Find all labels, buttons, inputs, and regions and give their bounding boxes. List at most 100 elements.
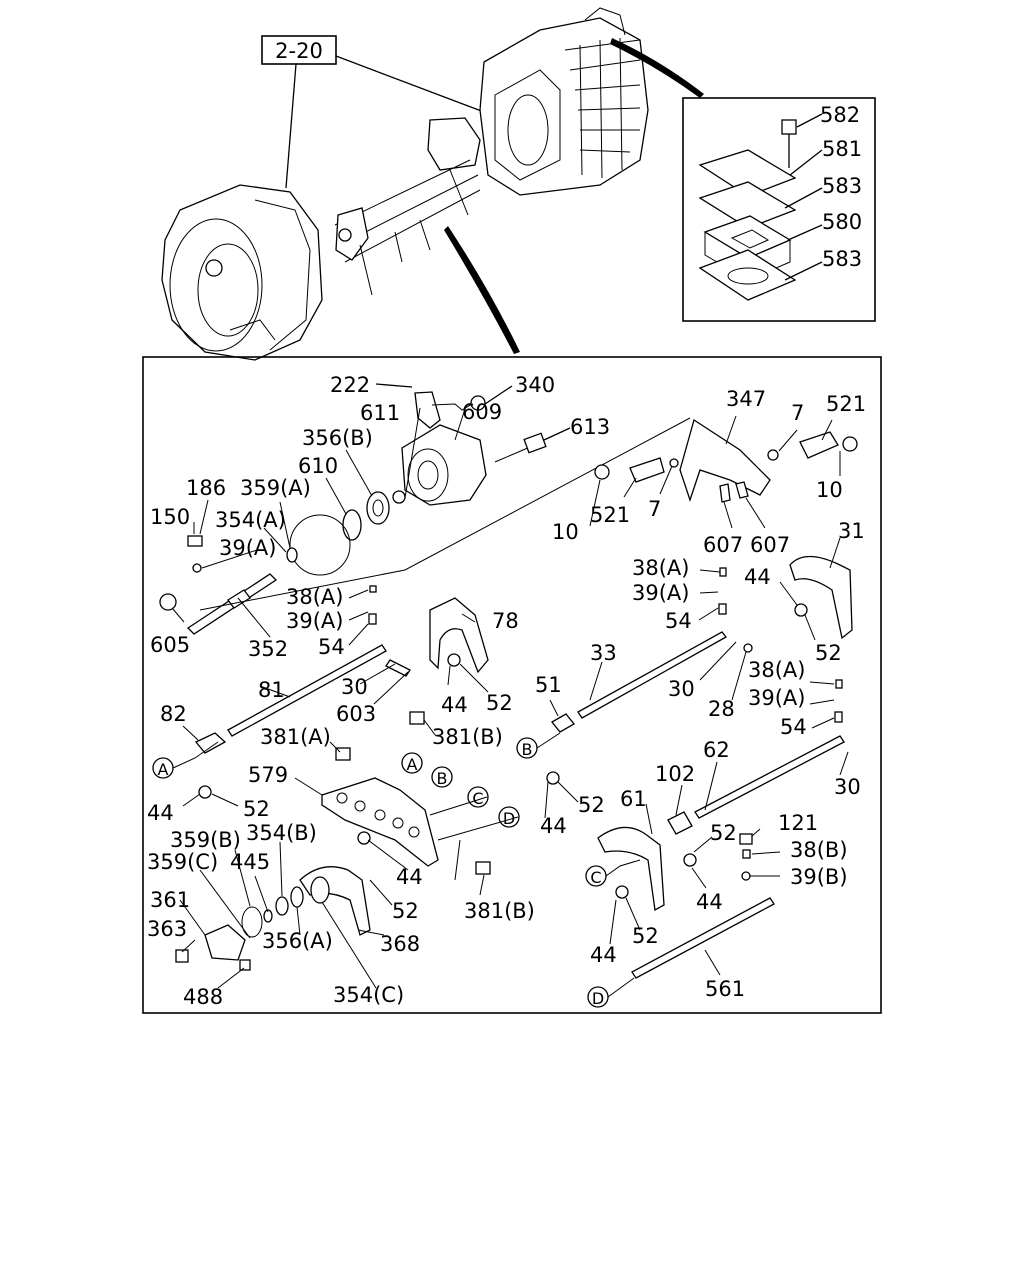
label-39a-mid: 39(A) [286,609,343,633]
cover-plate-581 [698,149,797,197]
label-10-right: 10 [816,478,843,502]
label-356b: 356(B) [302,426,373,450]
label-607-b: 607 [750,533,790,557]
label-603: 603 [336,702,376,726]
label-605: 605 [150,633,190,657]
label-82: 82 [160,702,187,726]
label-54-far: 54 [780,715,807,739]
label-38a-right: 38(A) [632,556,689,580]
callout-c-plate: C [472,789,483,808]
callout-a-plate: A [407,755,418,774]
label-561: 561 [705,977,745,1001]
label-583-upper: 583 [822,174,862,198]
exploded-view: A A B B C C D D [142,356,882,1014]
label-52-a: 52 [243,797,270,821]
label-347: 347 [726,387,766,411]
label-583-lower: 583 [822,247,862,271]
label-62: 62 [703,738,730,762]
label-78: 78 [492,609,519,633]
label-39a-right: 39(A) [632,581,689,605]
label-7-mid: 7 [648,497,661,521]
label-28: 28 [708,697,735,721]
label-38a-left: 38(A) [286,585,343,609]
label-488: 488 [183,985,223,1009]
label-51: 51 [535,673,562,697]
label-582: 582 [820,103,860,127]
reference-label: 2-20 [275,39,323,63]
callout-b-plate: B [437,769,448,788]
label-340: 340 [515,373,555,397]
label-52-fork61: 52 [632,924,659,948]
label-356a: 356(A) [262,929,333,953]
leader-lines [171,407,849,989]
label-30-mid: 30 [668,677,695,701]
label-354b: 354(B) [246,821,317,845]
label-102: 102 [655,762,695,786]
label-352: 352 [248,637,288,661]
label-381b-top: 381(B) [432,725,503,749]
label-44-plate: 44 [396,865,423,889]
label-368: 368 [380,932,420,956]
label-580: 580 [822,210,862,234]
label-52-b: 52 [578,793,605,817]
label-52-fork78: 52 [486,691,513,715]
shift-assembly [334,117,481,296]
label-521-top: 521 [826,392,866,416]
cover-inset: 582 581 583 580 583 [682,97,876,322]
label-44-lever: 44 [696,890,723,914]
label-44-b: 44 [540,814,567,838]
label-54-right: 54 [665,609,692,633]
label-44-a: 44 [147,801,174,825]
label-359a: 359(A) [240,476,311,500]
label-39a-left: 39(A) [219,536,276,560]
transmission-assembly-overview: 2-20 [161,7,704,361]
label-610: 610 [298,454,338,478]
label-52-fork31: 52 [815,641,842,665]
reference-box [261,35,337,65]
label-52-lever: 52 [710,821,737,845]
label-31: 31 [838,519,865,543]
label-186: 186 [186,476,226,500]
label-54-left: 54 [318,635,345,659]
label-33: 33 [590,641,617,665]
label-121: 121 [778,811,818,835]
label-609: 609 [462,400,502,424]
label-579: 579 [248,763,288,787]
transmission-case [479,7,649,196]
label-44-fork61: 44 [590,943,617,967]
label-10-left: 10 [552,520,579,544]
part-labels: 222 340 611 609 613 347 7 521 356(B) 610… [147,373,866,1009]
label-359c: 359(C) [147,850,218,874]
label-39b: 39(B) [790,865,848,889]
gasket-583-lower [698,249,797,301]
clutch-housing [161,184,323,361]
label-44-fork78: 44 [441,693,468,717]
gasket-583-upper [698,181,797,229]
label-354a: 354(A) [215,508,286,532]
label-7-top: 7 [791,401,804,425]
label-363: 363 [147,917,187,941]
label-611: 611 [360,401,400,425]
label-44-right: 44 [744,565,771,589]
label-613: 613 [570,415,610,439]
callout-b-block: B [522,740,533,759]
label-38a-far: 38(A) [748,658,805,682]
callout-c-fork: C [590,868,601,887]
bolt-582 [781,119,797,135]
label-38b: 38(B) [790,838,848,862]
label-30-right: 30 [834,775,861,799]
label-381b-bottom: 381(B) [464,899,535,923]
label-361: 361 [150,888,190,912]
callout-a-left: A [158,760,169,779]
label-521-left: 521 [590,503,630,527]
label-222: 222 [330,373,370,397]
label-607-a: 607 [703,533,743,557]
callout-d-rail: D [592,989,604,1008]
callout-d-plate: D [503,809,515,828]
label-52-fork368: 52 [392,899,419,923]
label-30-left: 30 [341,675,368,699]
label-581: 581 [822,137,862,161]
label-359b: 359(B) [170,828,241,852]
label-354c: 354(C) [333,983,404,1007]
